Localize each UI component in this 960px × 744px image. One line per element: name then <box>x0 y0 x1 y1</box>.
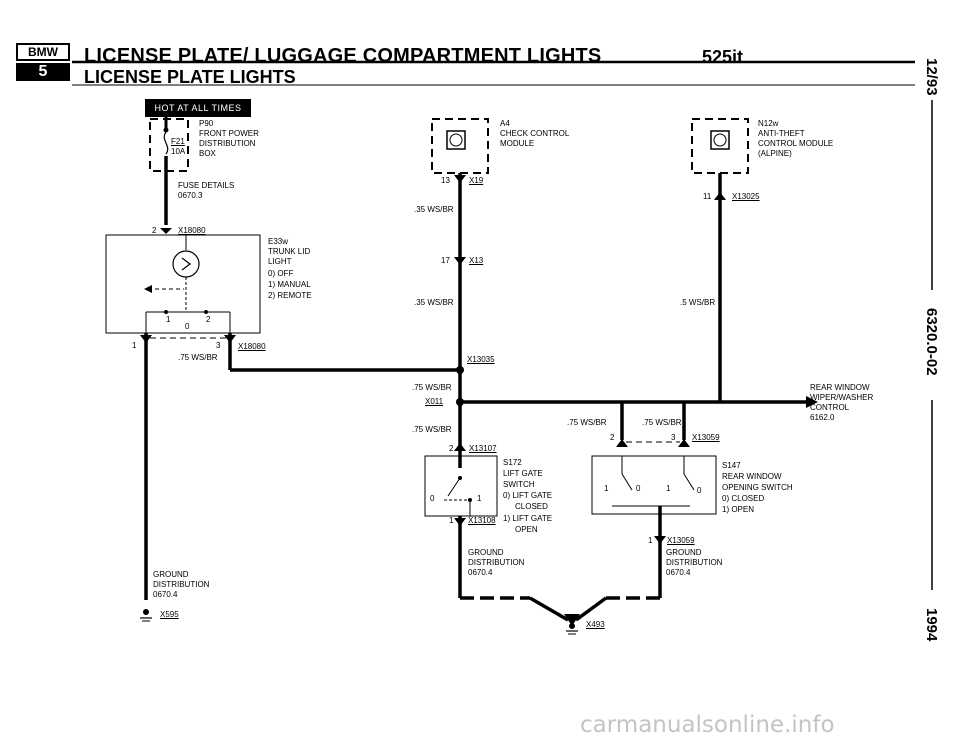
rear-switch-wire-right: .75 WS/BR <box>642 418 682 427</box>
lift-gate-opt-0b: CLOSED <box>515 502 548 511</box>
hot-at-all-times-label: HOT AT ALL TIMES <box>145 99 251 117</box>
trunk-switch-1: 1 <box>166 315 171 324</box>
ground-center-id: X493 <box>586 620 605 629</box>
lift-gate-line-2: SWITCH <box>503 480 535 489</box>
rear-switch-connector: X13059 <box>692 433 720 442</box>
rear-switch-line-2: OPENING SWITCH <box>722 483 793 492</box>
rear-switch-sw-0b: 0 <box>697 486 702 495</box>
check-control-ref: A4 <box>500 119 510 128</box>
rear-window-line-3: CONTROL <box>810 403 850 412</box>
ground-mid-line-3: 0670.4 <box>468 568 493 577</box>
ground-mid-line-1: GROUND <box>468 548 504 557</box>
rear-switch-sw-1b: 1 <box>666 484 671 493</box>
rear-switch-wire-left: .75 WS/BR <box>567 418 607 427</box>
trunk-wire-out: .75 WS/BR <box>178 353 218 362</box>
ground-right-line-3: 0670.4 <box>666 568 691 577</box>
ground-right-line-2: DISTRIBUTION <box>666 558 723 567</box>
trunk-lid-line-1: TRUNK LID <box>268 247 311 256</box>
lift-gate-opt-1a: 1) LIFT GATE <box>503 514 553 523</box>
rear-switch-ref: S147 <box>722 461 741 470</box>
ground-left-line-3: 0670.4 <box>153 590 178 599</box>
lift-gate-ref: S172 <box>503 458 522 467</box>
splice-x011: X011 <box>425 397 444 406</box>
rear-switch-pin-out: 1 <box>648 536 653 545</box>
lift-gate-connector-in: X13107 <box>469 444 497 453</box>
anti-theft-wire: .5 WS/BR <box>680 298 716 307</box>
rear-switch-pin-right: 3 <box>671 433 676 442</box>
page-subtitle: LICENSE PLATE LIGHTS <box>84 67 296 87</box>
trunk-pin-out-3: 3 <box>216 341 221 350</box>
lift-gate-pin-out: 1 <box>449 516 454 525</box>
trunk-pin-out-1: 1 <box>132 341 137 350</box>
anti-theft-connector: X13025 <box>732 192 760 201</box>
trunk-lid-opt-2: 2) REMOTE <box>268 291 312 300</box>
check-control-pin: 13 <box>441 176 450 185</box>
rear-window-line-2: WIPER/WASHER <box>810 393 874 402</box>
anti-theft-line-2: CONTROL MODULE <box>758 139 834 148</box>
splice-x13035: X13035 <box>467 355 495 364</box>
trunk-pin-in: 2 <box>152 226 157 235</box>
trunk-switch-2: 2 <box>206 315 211 324</box>
anti-theft-pin: 11 <box>703 192 712 201</box>
lift-gate-opt-1b: OPEN <box>515 525 538 534</box>
lift-gate-line-1: LIFT GATE <box>503 469 543 478</box>
check-control-wire-2: .35 WS/BR <box>414 298 454 307</box>
lift-gate-opt-0a: 0) LIFT GATE <box>503 491 553 500</box>
fuse-details-ref: 0670.3 <box>178 191 203 200</box>
check-control-connector-2: X13 <box>469 256 484 265</box>
fuse-desc-1: FRONT POWER <box>199 129 259 138</box>
trunk-lid-opt-0: 0) OFF <box>268 269 294 278</box>
check-control-pin-2: 17 <box>441 256 450 265</box>
trunk-lid-ref: E33w <box>268 237 289 246</box>
bmw-logo: BMW <box>16 43 70 61</box>
ground-right-line-1: GROUND <box>666 548 702 557</box>
ground-left-id: X595 <box>160 610 179 619</box>
lift-gate-connector-out: X13108 <box>468 516 496 525</box>
check-control-line-2: MODULE <box>500 139 535 148</box>
trunk-connector-in: X18080 <box>178 226 206 235</box>
check-control-wire: .35 WS/BR <box>414 205 454 214</box>
watermark: carmanualsonline.info <box>580 712 835 738</box>
fuse-desc-2: DISTRIBUTION <box>199 139 256 148</box>
ground-left-line-1: GROUND <box>153 570 189 579</box>
check-control-connector: X19 <box>469 176 484 185</box>
anti-theft-line-3: (ALPINE) <box>758 149 792 158</box>
trunk-connector-out: X18080 <box>238 342 266 351</box>
ground-left-line-2: DISTRIBUTION <box>153 580 210 589</box>
trunk-lid-line-2: LIGHT <box>268 257 292 266</box>
splice-wire-b: .75 WS/BR <box>412 425 452 434</box>
check-control-line-1: CHECK CONTROL <box>500 129 570 138</box>
rear-switch-opt-0: 0) CLOSED <box>722 494 765 503</box>
splice-wire-a: .75 WS/BR <box>412 383 452 392</box>
ground-mid-line-2: DISTRIBUTION <box>468 558 525 567</box>
fuse-ref: P90 <box>199 119 214 128</box>
rear-switch-pin-left: 2 <box>610 433 615 442</box>
rear-switch-line-1: REAR WINDOW <box>722 472 782 481</box>
rear-switch-opt-1: 1) OPEN <box>722 505 755 514</box>
fuse-desc-3: BOX <box>199 149 216 158</box>
anti-theft-ref: N12w <box>758 119 779 128</box>
lift-gate-sw-0: 0 <box>430 494 435 503</box>
trunk-lid-opt-1: 1) MANUAL <box>268 280 311 289</box>
rear-window-line-4: 6162.0 <box>810 413 835 422</box>
lift-gate-sw-1: 1 <box>477 494 482 503</box>
rear-switch-sw-1a: 1 <box>604 484 609 493</box>
rear-window-line-1: REAR WINDOW <box>810 383 870 392</box>
rear-switch-sw-0a: 0 <box>636 484 641 493</box>
fuse-rating: 10A <box>171 147 186 156</box>
fuse-details-label: FUSE DETAILS <box>178 181 235 190</box>
lift-gate-pin-in: 2 <box>449 444 454 453</box>
trunk-switch-0: 0 <box>185 322 190 331</box>
rear-switch-connector-out: X13059 <box>667 536 695 545</box>
series-badge: 5 <box>16 63 70 81</box>
anti-theft-line-1: ANTI-THEFT <box>758 129 805 138</box>
fuse-id: F21 <box>171 137 185 146</box>
